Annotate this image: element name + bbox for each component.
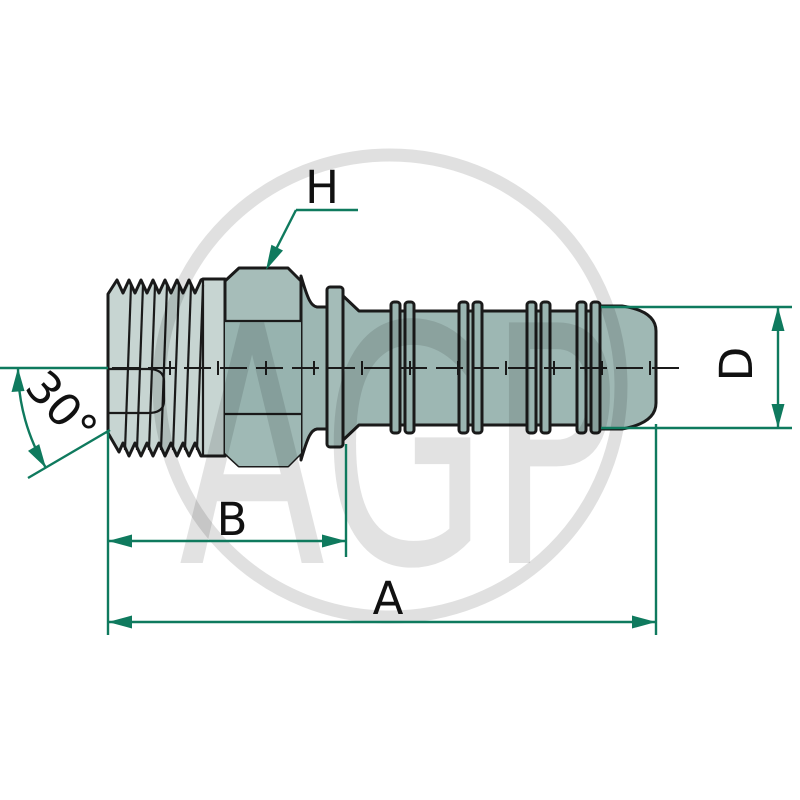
dim-length-a: A bbox=[106, 424, 658, 635]
watermark-ring bbox=[152, 148, 628, 624]
centerline-ticks bbox=[169, 361, 651, 375]
hex-facets bbox=[225, 321, 301, 466]
label-d: D bbox=[710, 347, 763, 382]
centerline bbox=[112, 361, 680, 375]
dim-angle-30: 30° bbox=[0, 360, 111, 480]
arrowhead bbox=[108, 534, 132, 548]
dim-length-b: B bbox=[108, 444, 348, 557]
arrowhead bbox=[771, 307, 785, 331]
arrowhead bbox=[28, 444, 46, 468]
arrowhead bbox=[771, 404, 785, 428]
label-b: B bbox=[217, 493, 248, 546]
label-a: A bbox=[373, 572, 404, 625]
arrowhead bbox=[108, 615, 132, 629]
label-h: H bbox=[305, 161, 339, 214]
dim-hex-h: H bbox=[266, 161, 358, 270]
fitting-body bbox=[106, 266, 680, 468]
label-angle: 30° bbox=[15, 360, 108, 455]
dimension-annotations: H 30° D B bbox=[0, 161, 792, 635]
arrowhead bbox=[322, 534, 346, 548]
arrowhead bbox=[11, 368, 25, 392]
watermark-text: AGP bbox=[179, 257, 618, 641]
watermark: AGP bbox=[152, 148, 628, 641]
arrowhead bbox=[266, 244, 283, 270]
arrowhead bbox=[632, 615, 656, 629]
end-face-bore bbox=[108, 367, 166, 415]
dim-diameter-d: D bbox=[601, 305, 792, 430]
